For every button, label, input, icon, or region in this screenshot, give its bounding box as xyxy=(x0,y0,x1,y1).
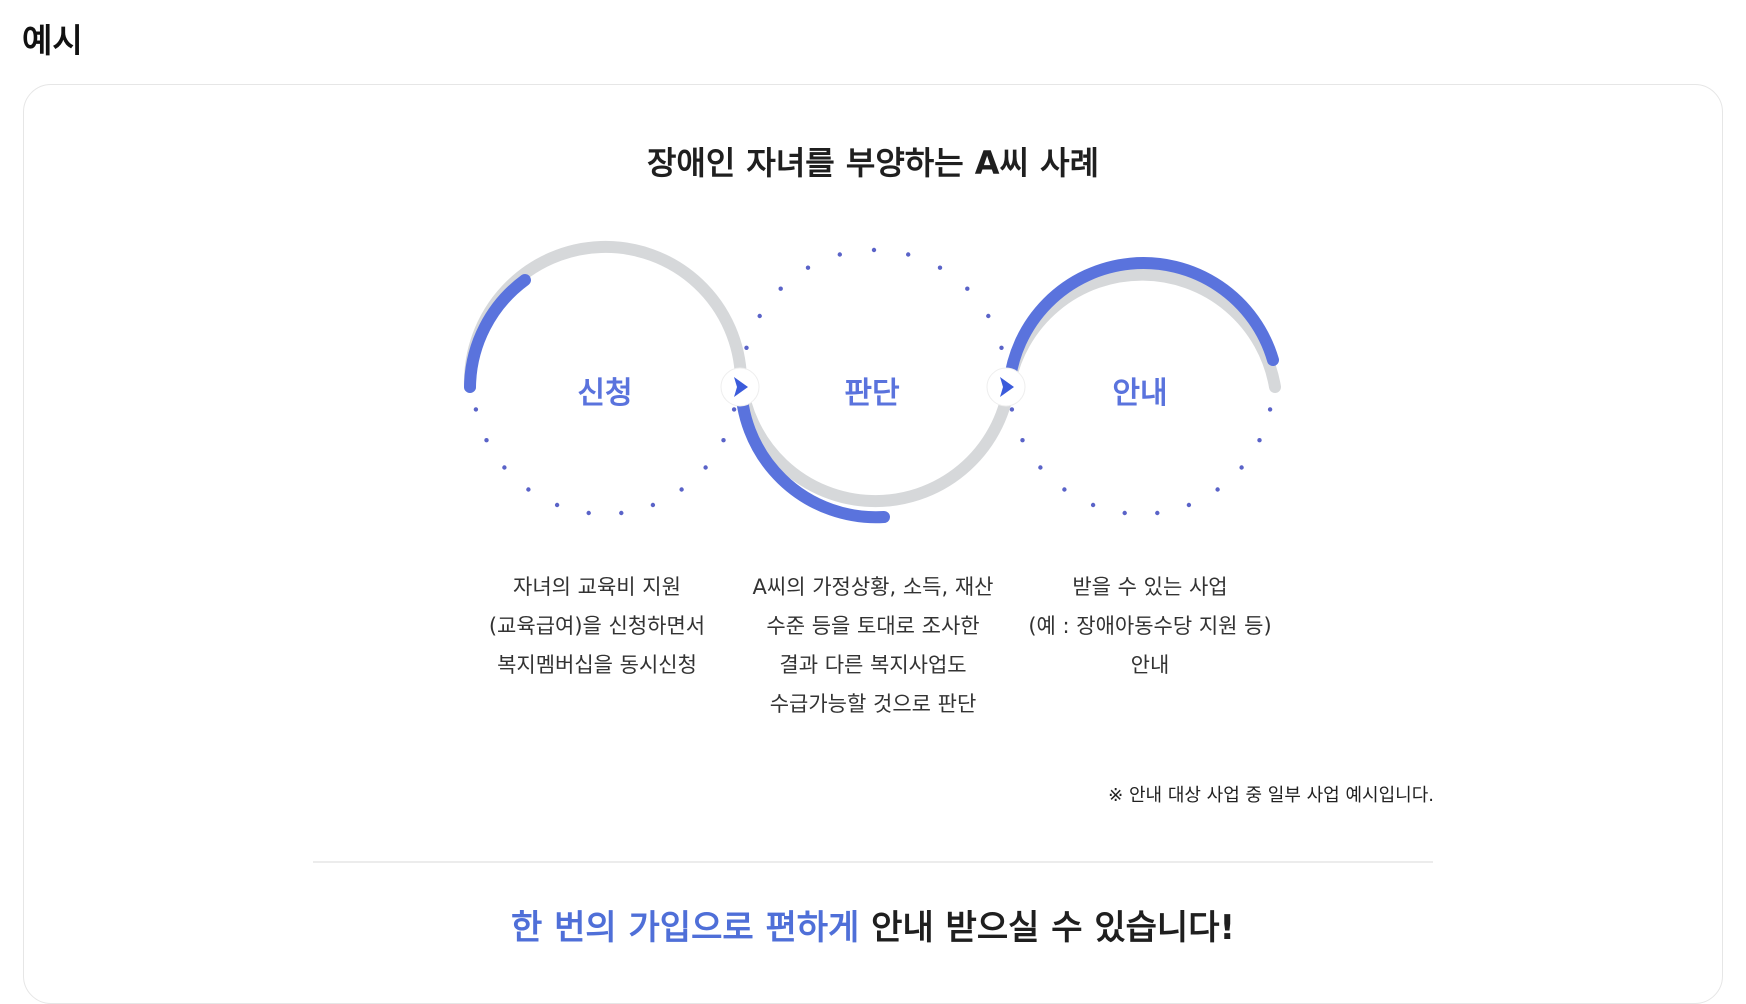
case-title: 장애인 자녀를 부양하는 A씨 사례 xyxy=(646,144,1100,182)
step1-track-arc xyxy=(463,241,747,393)
dotted-arc-dot xyxy=(1020,438,1025,443)
step-label-apply: 신청 xyxy=(577,376,633,411)
dotted-arc-dot xyxy=(744,345,749,350)
step-desc-guide: 받을 수 있는 사업 (예 : 장애아동수당 지원 등) 안내 xyxy=(1000,568,1300,685)
dotted-arc-dot xyxy=(1257,438,1262,443)
dotted-arc-dot xyxy=(805,265,811,270)
dotted-arc-dot xyxy=(1215,487,1220,492)
dotted-arc-dot xyxy=(937,265,943,270)
dotted-arc-dot xyxy=(679,487,684,492)
dotted-arc-dot xyxy=(1186,502,1192,508)
dotted-arc-dot xyxy=(650,502,656,508)
dotted-arc-dot xyxy=(1155,510,1160,516)
dotted-arc-dot xyxy=(526,487,531,492)
desc-line: (예 : 장애아동수당 지원 등) xyxy=(1028,614,1272,638)
dotted-arc-dot xyxy=(1038,465,1043,470)
bottom-message: 한 번의 가입으로 편하게 안내 받으실 수 있습니다! xyxy=(0,900,1746,949)
arrow-right-icon xyxy=(986,367,1026,407)
dotted-arc-dot xyxy=(721,438,726,443)
desc-line: (교육급여)을 신청하면서 xyxy=(488,614,706,638)
step-desc-apply: 자녀의 교육비 지원 (교육급여)을 신청하면서 복지멤버십을 동시신청 xyxy=(447,568,747,685)
dotted-arc-dot xyxy=(554,502,560,508)
dotted-arc-dot xyxy=(619,510,624,516)
desc-line: 복지멤버십을 동시신청 xyxy=(497,653,697,677)
dotted-arc-dot xyxy=(1009,407,1015,412)
dotted-arc-dot xyxy=(703,465,708,470)
dotted-arc-dot xyxy=(986,313,991,319)
bottom-message-accent: 한 번의 가입으로 편하게 xyxy=(511,908,860,948)
step1-progress-arc xyxy=(464,274,531,393)
dotted-arc-dot xyxy=(1090,502,1096,508)
step-label-judge: 판단 xyxy=(844,376,900,411)
desc-line: 수준 등을 토대로 조사한 xyxy=(766,614,980,638)
dotted-arc-dot xyxy=(473,407,479,412)
step-desc-judge: A씨의 가정상황, 소득, 재산 수준 등을 토대로 조사한 결과 다른 복지사… xyxy=(723,568,1023,724)
desc-line: 안내 xyxy=(1130,653,1170,677)
dotted-arc-dot xyxy=(502,465,507,470)
dotted-arc-dot xyxy=(731,407,737,412)
dotted-arc-dot xyxy=(1239,465,1244,470)
dotted-arc-dot xyxy=(965,286,970,291)
desc-line: 받을 수 있는 사업 xyxy=(1072,575,1228,599)
dotted-arc-dot xyxy=(871,247,877,253)
step2-progress-arc xyxy=(734,372,890,524)
step2-track-arc xyxy=(735,372,1015,508)
process-diagram xyxy=(463,241,1281,524)
dotted-arc-dot xyxy=(586,510,591,516)
dotted-arc-dot xyxy=(484,438,489,443)
example-card xyxy=(23,84,1723,1004)
dotted-arc-dot xyxy=(837,252,842,257)
dotted-arc-dot xyxy=(1062,487,1067,492)
dotted-arc-dot xyxy=(999,345,1004,350)
dotted-arc-dot xyxy=(757,313,762,319)
arrow-right-icon xyxy=(720,367,760,407)
section-title: 예시 xyxy=(22,21,83,60)
bottom-message-rest: 안내 받으실 수 있습니다! xyxy=(859,908,1235,948)
step-label-guide: 안내 xyxy=(1112,376,1168,411)
divider xyxy=(313,861,1433,863)
step3-progress-arc xyxy=(1003,257,1279,392)
desc-line: 자녀의 교육비 지원 xyxy=(513,575,681,599)
dotted-arc-dot xyxy=(1122,510,1127,516)
footnote: ※ 안내 대상 사업 중 일부 사업 예시입니다. xyxy=(1108,785,1434,806)
dotted-arc-dot xyxy=(778,286,783,291)
dotted-arc-dot xyxy=(906,252,911,257)
desc-line: A씨의 가정상황, 소득, 재산 xyxy=(752,575,994,599)
desc-line: 결과 다른 복지사업도 xyxy=(779,653,967,677)
dotted-arc-dot xyxy=(1267,407,1273,412)
desc-line: 수급가능할 것으로 판단 xyxy=(769,692,977,716)
